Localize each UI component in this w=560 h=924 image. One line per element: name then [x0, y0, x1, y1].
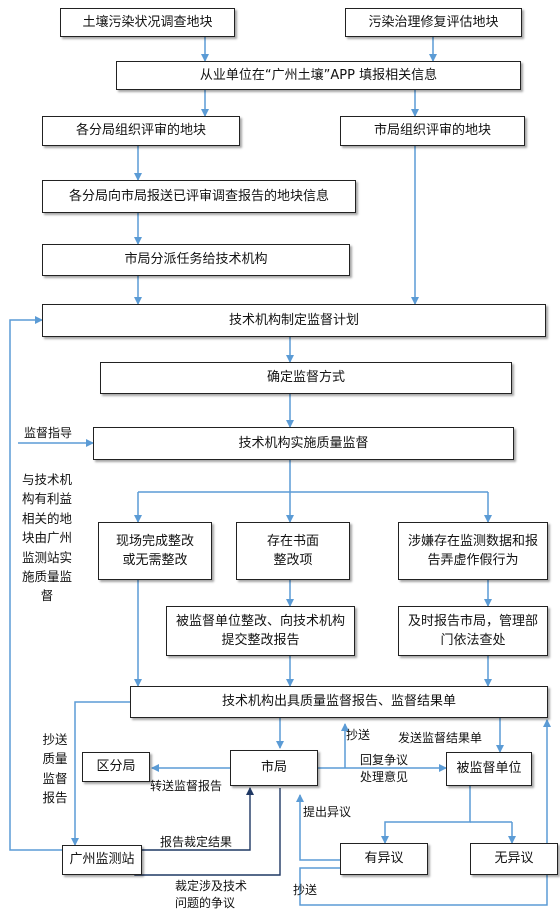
has-objection-box: 有异议 — [340, 843, 428, 875]
district-branch-box: 区分局 — [82, 752, 150, 782]
supervision-guidance-label: 监督指导 — [24, 426, 73, 440]
conflict-note-label: 与技术机 构有利益 相关的地 块由广州 监测站实 施质量监 督 — [21, 472, 72, 604]
soil-survey-plots-box: 土壤污染状况调查地块 — [60, 8, 235, 37]
app-fill-info-box: 从业单位在“广州土壤”APP 填报相关信息 — [116, 61, 521, 90]
written-rectify-box: 存在书面 整改项 — [236, 522, 350, 580]
raise-objection-label: 提出异议 — [303, 805, 352, 819]
suspected-fraud-box: 涉嫌存在监测数据和报 告弄虚作假行为 — [398, 522, 548, 580]
city-review-plots-box: 市局组织评审的地块 — [340, 116, 525, 146]
branch-report-info-box: 各分局向市局报送已评审调查报告的地块信息 — [42, 180, 356, 213]
remediation-eval-plots-box: 污染治理修复评估地块 — [345, 8, 522, 37]
no-objection-box: 无异议 — [470, 843, 558, 875]
tech-plan-box: 技术机构制定监督计划 — [42, 304, 546, 337]
determine-method-box: 确定监督方式 — [100, 362, 512, 394]
report-to-city-box: 及时报告市局，管理部 门依法查处 — [398, 606, 548, 656]
cc-quality-report-label: 抄送 质量 监督 报告 — [42, 732, 68, 806]
supervised-unit-box: 被监督单位 — [446, 752, 532, 786]
report-ruling-label: 报告裁定结果 — [160, 835, 233, 849]
tech-implement-box: 技术机构实施质量监督 — [93, 427, 514, 460]
city-bureau-box: 市局 — [230, 750, 318, 786]
send-result-sheet-label: 发送监督结果单 — [398, 731, 483, 745]
supervised-submit-box: 被监督单位整改、向技术机构 提交整改报告 — [166, 606, 355, 656]
tech-issue-report-box: 技术机构出具质量监督报告、监督结果单 — [130, 686, 548, 718]
branch-review-plots-box: 各分局组织评审的地块 — [42, 116, 240, 146]
city-assign-task-box: 市局分派任务给技术机构 — [42, 244, 350, 276]
gz-monitoring-station-box: 广州监测站 — [62, 845, 142, 875]
reply-dispute-label: 回复争议 处理意见 — [360, 753, 409, 785]
rule-technical-dispute-label: 裁定涉及技术 问题的争议 — [175, 879, 248, 911]
onsite-rectified-box: 现场完成整改 或无需整改 — [98, 522, 212, 580]
cc-label-2: 抄送 — [293, 883, 318, 897]
cc-label-1: 抄送 — [346, 728, 371, 742]
forward-report-label: 转送监督报告 — [150, 779, 223, 793]
